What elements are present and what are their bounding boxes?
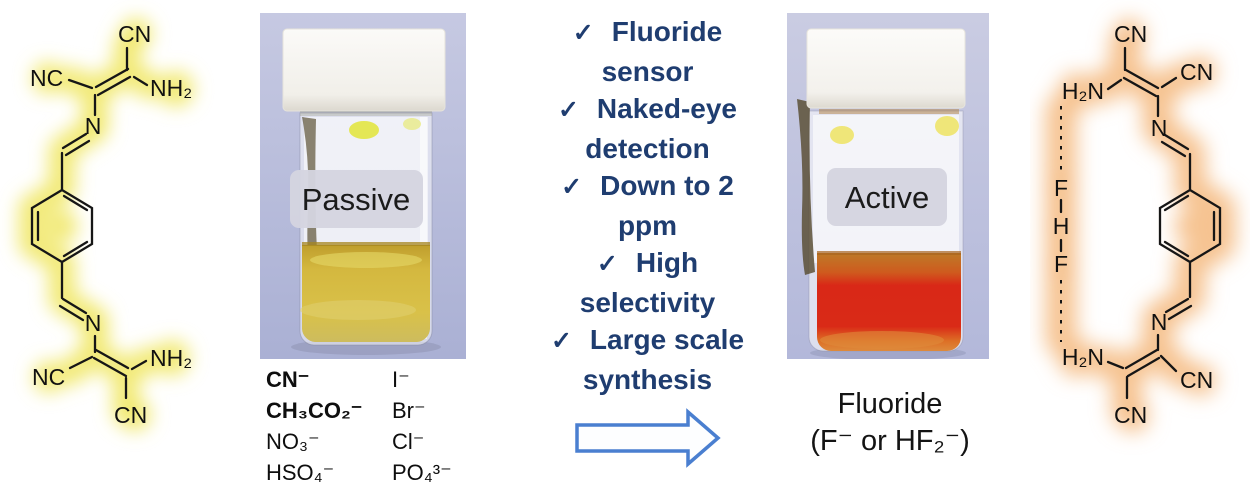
vial-smudge	[797, 99, 815, 275]
anion-column-left: CN⁻ CH₃CO₂⁻ NO₃⁻ HSO₄⁻	[266, 364, 392, 488]
active-label: Active	[845, 180, 929, 215]
checklist-text: High	[635, 247, 699, 278]
checklist-text: Large scale	[589, 324, 745, 355]
check-icon: ✓	[557, 96, 579, 124]
bond-skeleton	[1059, 46, 1222, 400]
checklist-text: ppm	[617, 209, 678, 241]
bond-skeleton	[30, 46, 149, 400]
yellow-droplet	[349, 121, 379, 139]
fluoride-caption-line2: (F⁻ or HF₂⁻)	[810, 425, 970, 457]
checklist-item: ✓ Down to 2 ppm	[505, 167, 790, 244]
right-arrow-icon	[575, 408, 721, 468]
checklist-text: Down to 2	[600, 170, 734, 201]
atom-label: CN	[1114, 21, 1147, 47]
anion: HSO₄⁻	[266, 460, 335, 485]
fluoride-complex-structure: CN H₂N CN N F H F N CN H₂N CN	[1045, 19, 1236, 432]
atom-label: N	[1151, 309, 1168, 335]
vial-cap	[806, 28, 966, 109]
fluoride-caption-line1: Fluoride	[837, 388, 943, 420]
atom-label: CN	[1180, 59, 1213, 85]
feature-checklist: ✓ Fluoride sensor ✓ Naked-eye detection ✓ D…	[505, 13, 790, 398]
atom-label: CN	[114, 402, 147, 428]
atom-label: NH₂	[150, 75, 192, 101]
checklist-item: ✓ Fluoride sensor	[505, 13, 790, 90]
anion: Cl⁻	[392, 429, 425, 454]
check-icon: ✓	[572, 19, 594, 47]
hydrogen-atom-label: H	[1053, 213, 1070, 239]
checklist-item: ✓ Naked-eye detection	[505, 90, 790, 167]
atom-labels: CN H₂N CN N F H F N CN H₂N CN	[1053, 21, 1214, 428]
passive-vial-photo: Passive	[260, 13, 466, 359]
checklist-text: sensor	[601, 55, 694, 87]
anion: PO₄³⁻	[392, 460, 452, 485]
check-icon: ✓	[596, 250, 618, 278]
atom-label: CN	[118, 21, 151, 47]
yellow-droplet	[830, 126, 854, 144]
checklist-text: Naked-eye	[596, 93, 738, 124]
active-vial-photo: Active	[787, 13, 989, 359]
checklist-item: ✓ Large scale synthesis	[505, 321, 790, 398]
anion: NO₃⁻	[266, 429, 320, 454]
checklist-text: selectivity	[579, 286, 716, 318]
atom-label: NH₂	[150, 345, 192, 371]
check-icon: ✓	[561, 173, 583, 201]
checklist-text: Fluoride	[611, 16, 723, 47]
atom-label: N	[85, 113, 102, 139]
atom-label: H₂N	[1062, 78, 1104, 104]
atom-labels: CN NC NH₂ N N NC NH₂ CN	[30, 21, 192, 428]
atom-label: CN	[1180, 367, 1213, 393]
yellow-droplet	[935, 116, 959, 136]
yellow-droplet	[403, 118, 421, 130]
atom-label: NC	[32, 364, 65, 390]
atom-label: H₂N	[1062, 344, 1104, 370]
sensor-molecule-structure: CN NC NH₂ N N NC NH₂ CN	[18, 18, 194, 431]
active-label-pill	[827, 168, 947, 226]
atom-label: NC	[30, 65, 63, 91]
check-icon: ✓	[550, 327, 572, 355]
anion: I⁻	[392, 367, 410, 392]
fluoride-atom-label: F	[1054, 175, 1068, 201]
red-liquid	[817, 253, 961, 351]
checklist-text: synthesis	[582, 363, 713, 395]
passive-label-pill	[290, 170, 423, 228]
vial-cap	[282, 28, 446, 112]
checklist-item: ✓ High selectivity	[505, 244, 790, 321]
anion: CH₃CO₂⁻	[266, 398, 363, 423]
atom-label: N	[85, 310, 102, 336]
fluoride-atom-label: F	[1054, 251, 1068, 277]
fluoride-caption: Fluoride (F⁻ or HF₂⁻)	[795, 386, 985, 460]
checklist-text: detection	[585, 132, 710, 164]
anion-list: CN⁻ CH₃CO₂⁻ NO₃⁻ HSO₄⁻ I⁻ Br⁻ Cl⁻ PO₄³⁻	[266, 364, 452, 488]
anion-column-right: I⁻ Br⁻ Cl⁻ PO₄³⁻	[392, 364, 452, 488]
anion: CN⁻	[266, 367, 310, 392]
passive-label: Passive	[302, 182, 411, 217]
anion: Br⁻	[392, 398, 426, 423]
atom-label: CN	[1114, 402, 1147, 428]
atom-label: N	[1151, 115, 1168, 141]
